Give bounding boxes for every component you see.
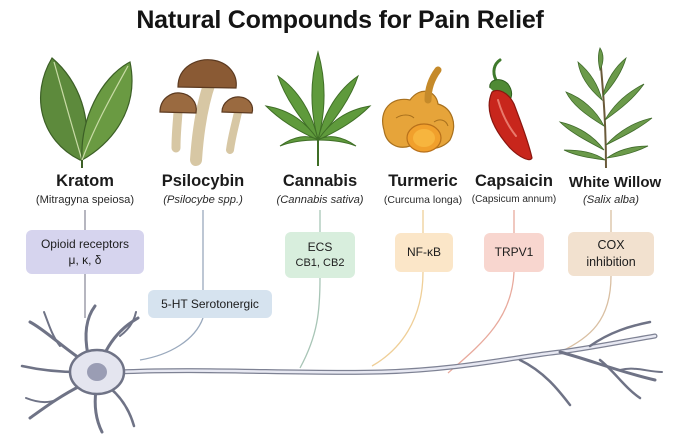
neuron-icon xyxy=(20,304,663,434)
connector-turmeric xyxy=(371,210,424,367)
cannabis-leaf-icon xyxy=(264,50,372,166)
compound-name-cannabis: Cannabis xyxy=(282,172,358,190)
compound-name-kratom: Kratom xyxy=(56,172,114,190)
target-label: 5-HT Serotonergic xyxy=(161,296,259,311)
target-label: COX xyxy=(597,238,625,253)
target-label: TRPV1 xyxy=(494,245,534,260)
target-label: Opioid receptors xyxy=(40,236,130,251)
scientific-name-cannabis: (Cannabis sativa) xyxy=(276,194,364,206)
diagram-title: Natural Compounds for Pain Relief xyxy=(136,6,544,34)
target-sublabel: μ, κ, δ xyxy=(68,253,102,267)
target-label: NF-κB xyxy=(407,245,441,260)
connector-white-willow xyxy=(559,210,612,353)
compound-name-capsaicin: Capsaicin xyxy=(475,172,553,190)
leaf-icon xyxy=(39,57,133,168)
scientific-name-kratom: (Mitragyna speiosa) xyxy=(35,194,135,206)
willow-branch-icon xyxy=(558,47,653,169)
scientific-name-psilocybin: (Psilocybe spp.) xyxy=(163,194,243,206)
target-sublabel: CB1, CB2 xyxy=(295,256,345,269)
mushroom-icon xyxy=(159,59,254,166)
turmeric-root-icon xyxy=(382,66,455,153)
compound-name-turmeric: Turmeric xyxy=(388,172,458,190)
compound-name-white-willow: White Willow xyxy=(568,174,662,191)
connector-psilocybin xyxy=(139,210,204,361)
chili-pepper-icon xyxy=(488,58,533,161)
target-sublabel: inhibition xyxy=(586,255,636,269)
target-box-cannabis: ECS CB1, CB2 xyxy=(285,232,355,278)
target-label: ECS xyxy=(307,240,333,255)
scientific-name-turmeric: (Curcuma longa) xyxy=(383,194,463,206)
connector-cannabis xyxy=(299,210,321,369)
scientific-name-capsaicin: (Capsicum annum) xyxy=(471,194,557,205)
target-box-turmeric: NF-κB xyxy=(395,233,453,272)
target-box-psilocybin: 5-HT Serotonergic xyxy=(148,290,272,318)
scientific-name-white-willow: (Salix alba) xyxy=(583,194,639,206)
target-box-kratom: Opioid receptors μ, κ, δ xyxy=(26,230,144,274)
compound-name-psilocybin: Psilocybin xyxy=(161,172,245,190)
target-box-white-willow: COX inhibition xyxy=(568,232,654,276)
target-box-capsaicin: TRPV1 xyxy=(484,233,544,272)
